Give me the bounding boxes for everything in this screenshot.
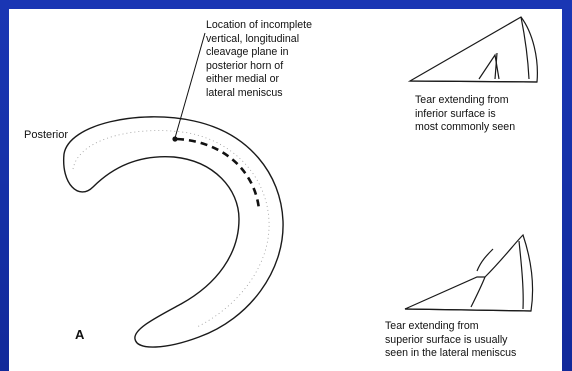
posterior-label: Posterior — [24, 129, 68, 143]
diagram-panel: Location of incomplete vertical, longitu… — [9, 9, 562, 371]
meniscus-outline — [64, 117, 283, 347]
inferior-tear-caption: Tear extending from inferior surface is … — [415, 94, 561, 135]
inferior-tear-wedge — [410, 17, 537, 82]
figure-label: A — [75, 328, 84, 342]
callout-dot — [172, 136, 177, 141]
cleavage-plane-callout: Location of incomplete vertical, longitu… — [206, 19, 376, 101]
superior-tear-caption: Tear extending from superior surface is … — [385, 320, 562, 361]
superior-tear-wedge — [405, 235, 533, 311]
